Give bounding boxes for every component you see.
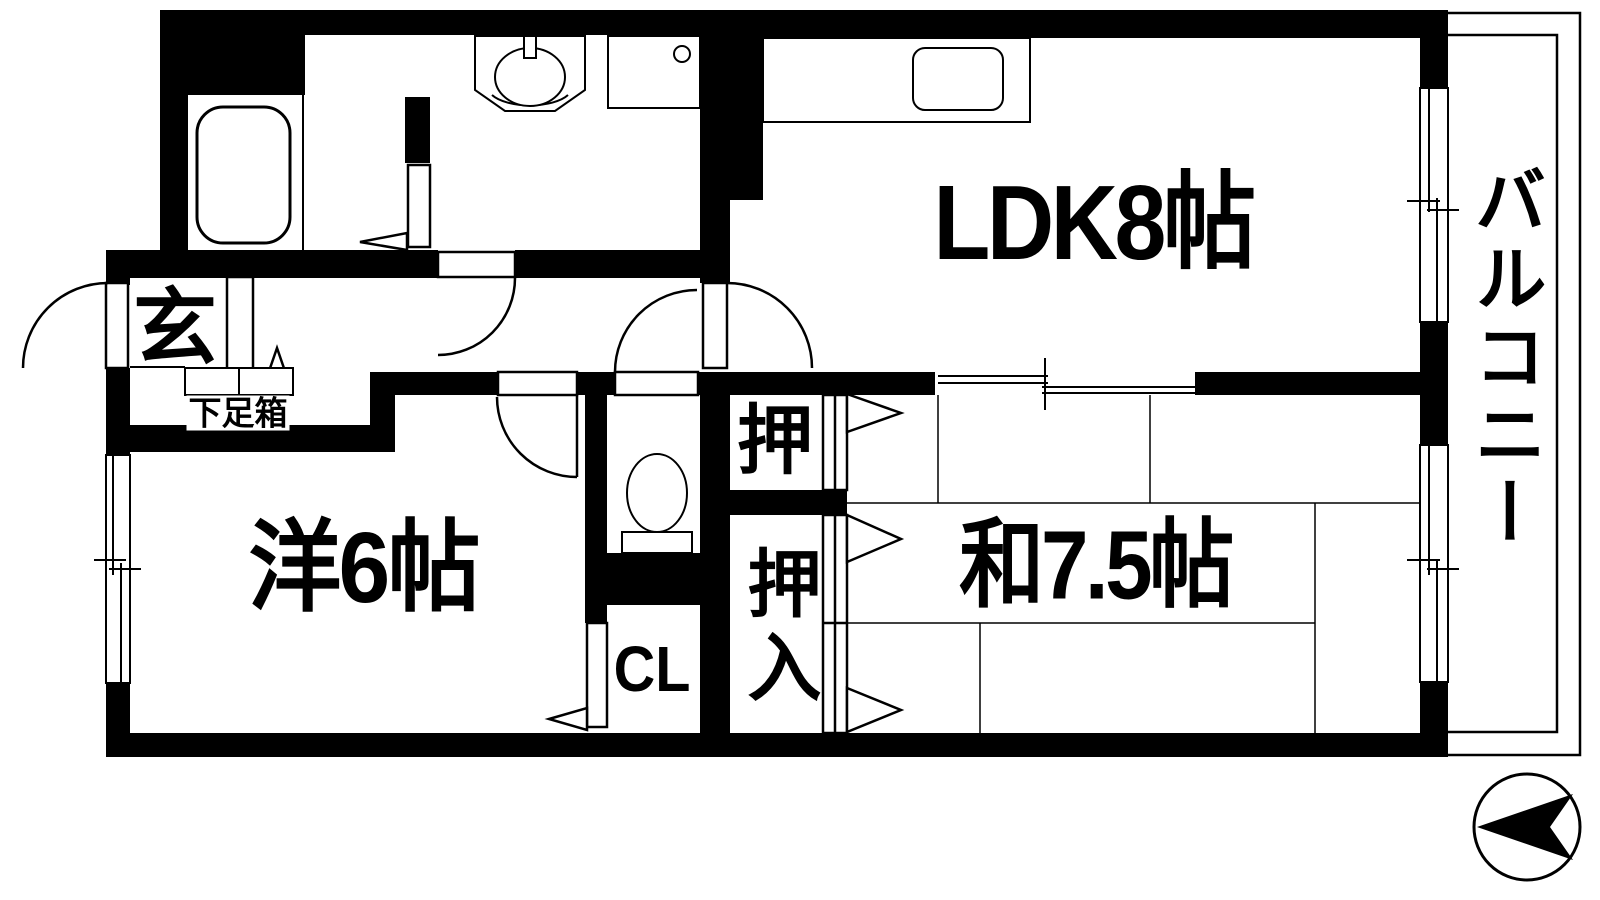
window-ldk [1407,87,1459,323]
windows [94,87,1459,684]
washroom-door-arc [437,277,517,357]
cl-door-leaf [585,621,609,729]
closet-lower-label: 押入 [737,545,820,713]
japanese-room-label: 和7.5帖 [959,510,1234,620]
entrance-label: 玄 [132,281,218,375]
western-door-leaf [496,370,579,397]
washing-machine-pan-icon [607,35,701,109]
cl-door-swing-triangle [544,706,589,732]
bathtub-icon [195,105,292,245]
ldk-door-arc [726,281,814,369]
western-room-label: 洋6帖 [248,512,480,624]
bath-door-swing-triangle [359,231,409,252]
shoe-box [184,367,294,396]
cl-closet-label: CL [613,633,691,705]
washroom-door-leaf [436,250,517,279]
toilet-door-leaf [613,370,700,397]
toilet-icon [621,453,693,554]
ldk-door-leaf [701,281,729,370]
window-japanese [1407,444,1459,683]
kitchen-sink-icon [912,47,1004,111]
walls [106,10,1448,757]
genkan-partition-leaf [225,275,255,372]
closet-sliding-doors [821,392,905,735]
tatami-grid [847,395,1420,733]
western-door-arc [495,396,578,479]
washbasin-icon [474,35,586,112]
shoe-box-label: 下足箱 [186,394,290,432]
entrance-door-arc [21,281,109,369]
balcony-railing [1447,11,1582,757]
entrance-door-leaf [104,281,130,370]
balcony-label: バルコニー [1463,163,1543,553]
ldk-room-label: LDK8帖 [933,164,1256,282]
doors [21,163,1195,735]
closet-upper-label: 押 [737,399,813,484]
ldk-japanese-sliding-door [938,358,1195,410]
bath-door-leaf [406,163,432,249]
kitchen-counter [762,37,1031,123]
toilet-door-arc [613,288,698,373]
window-western [94,454,141,684]
north-arrow-icon [1472,772,1582,882]
